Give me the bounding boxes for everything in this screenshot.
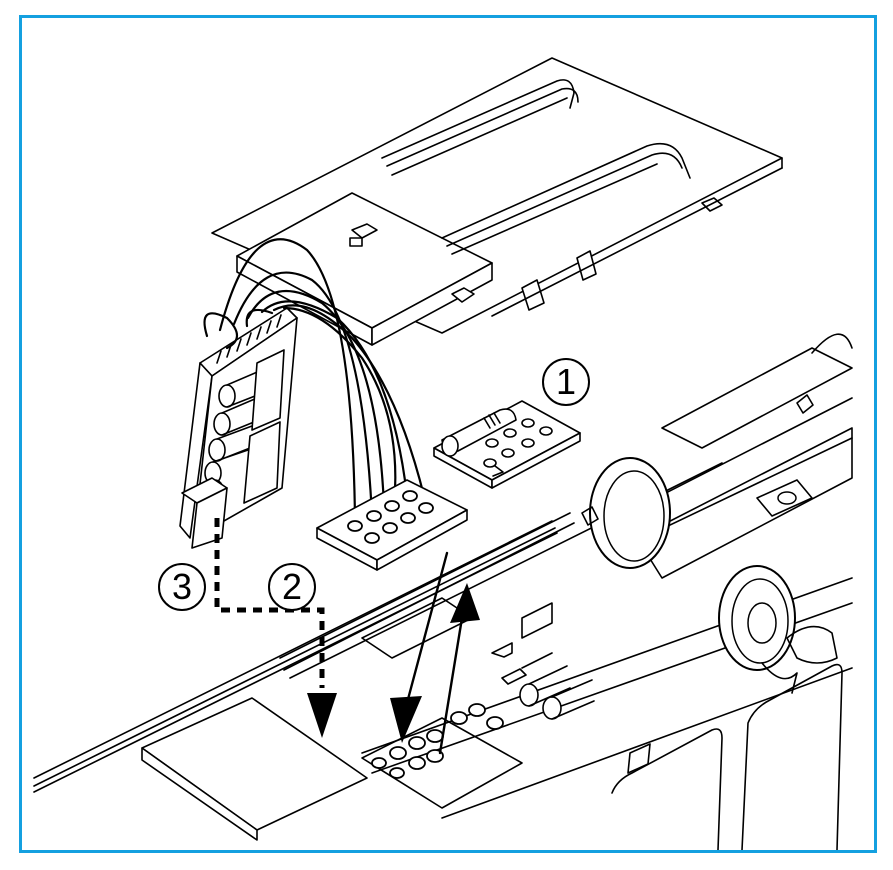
callout-1: 1 — [542, 358, 590, 406]
callout-1-label: 1 — [555, 361, 577, 402]
diagram-frame: 1 2 3 — [19, 15, 877, 853]
callout-2: 2 — [268, 563, 316, 611]
insert-plug-arrow — [390, 551, 449, 743]
dummy-plug-board — [433, 400, 581, 489]
locomotive-chassis — [33, 462, 853, 850]
callout-2-label: 2 — [281, 566, 303, 607]
decoder-module — [179, 307, 298, 549]
callout-3-label: 3 — [171, 566, 193, 607]
wire-harness — [203, 238, 426, 520]
assembly-illustration — [33, 57, 853, 850]
callout-3: 3 — [158, 563, 206, 611]
chassis-cover-plate — [211, 57, 783, 346]
bogie — [581, 333, 853, 694]
decoder-plug-board — [316, 479, 468, 571]
remove-dummy-arrow — [438, 583, 480, 755]
place-decoder-arrow — [214, 518, 337, 738]
